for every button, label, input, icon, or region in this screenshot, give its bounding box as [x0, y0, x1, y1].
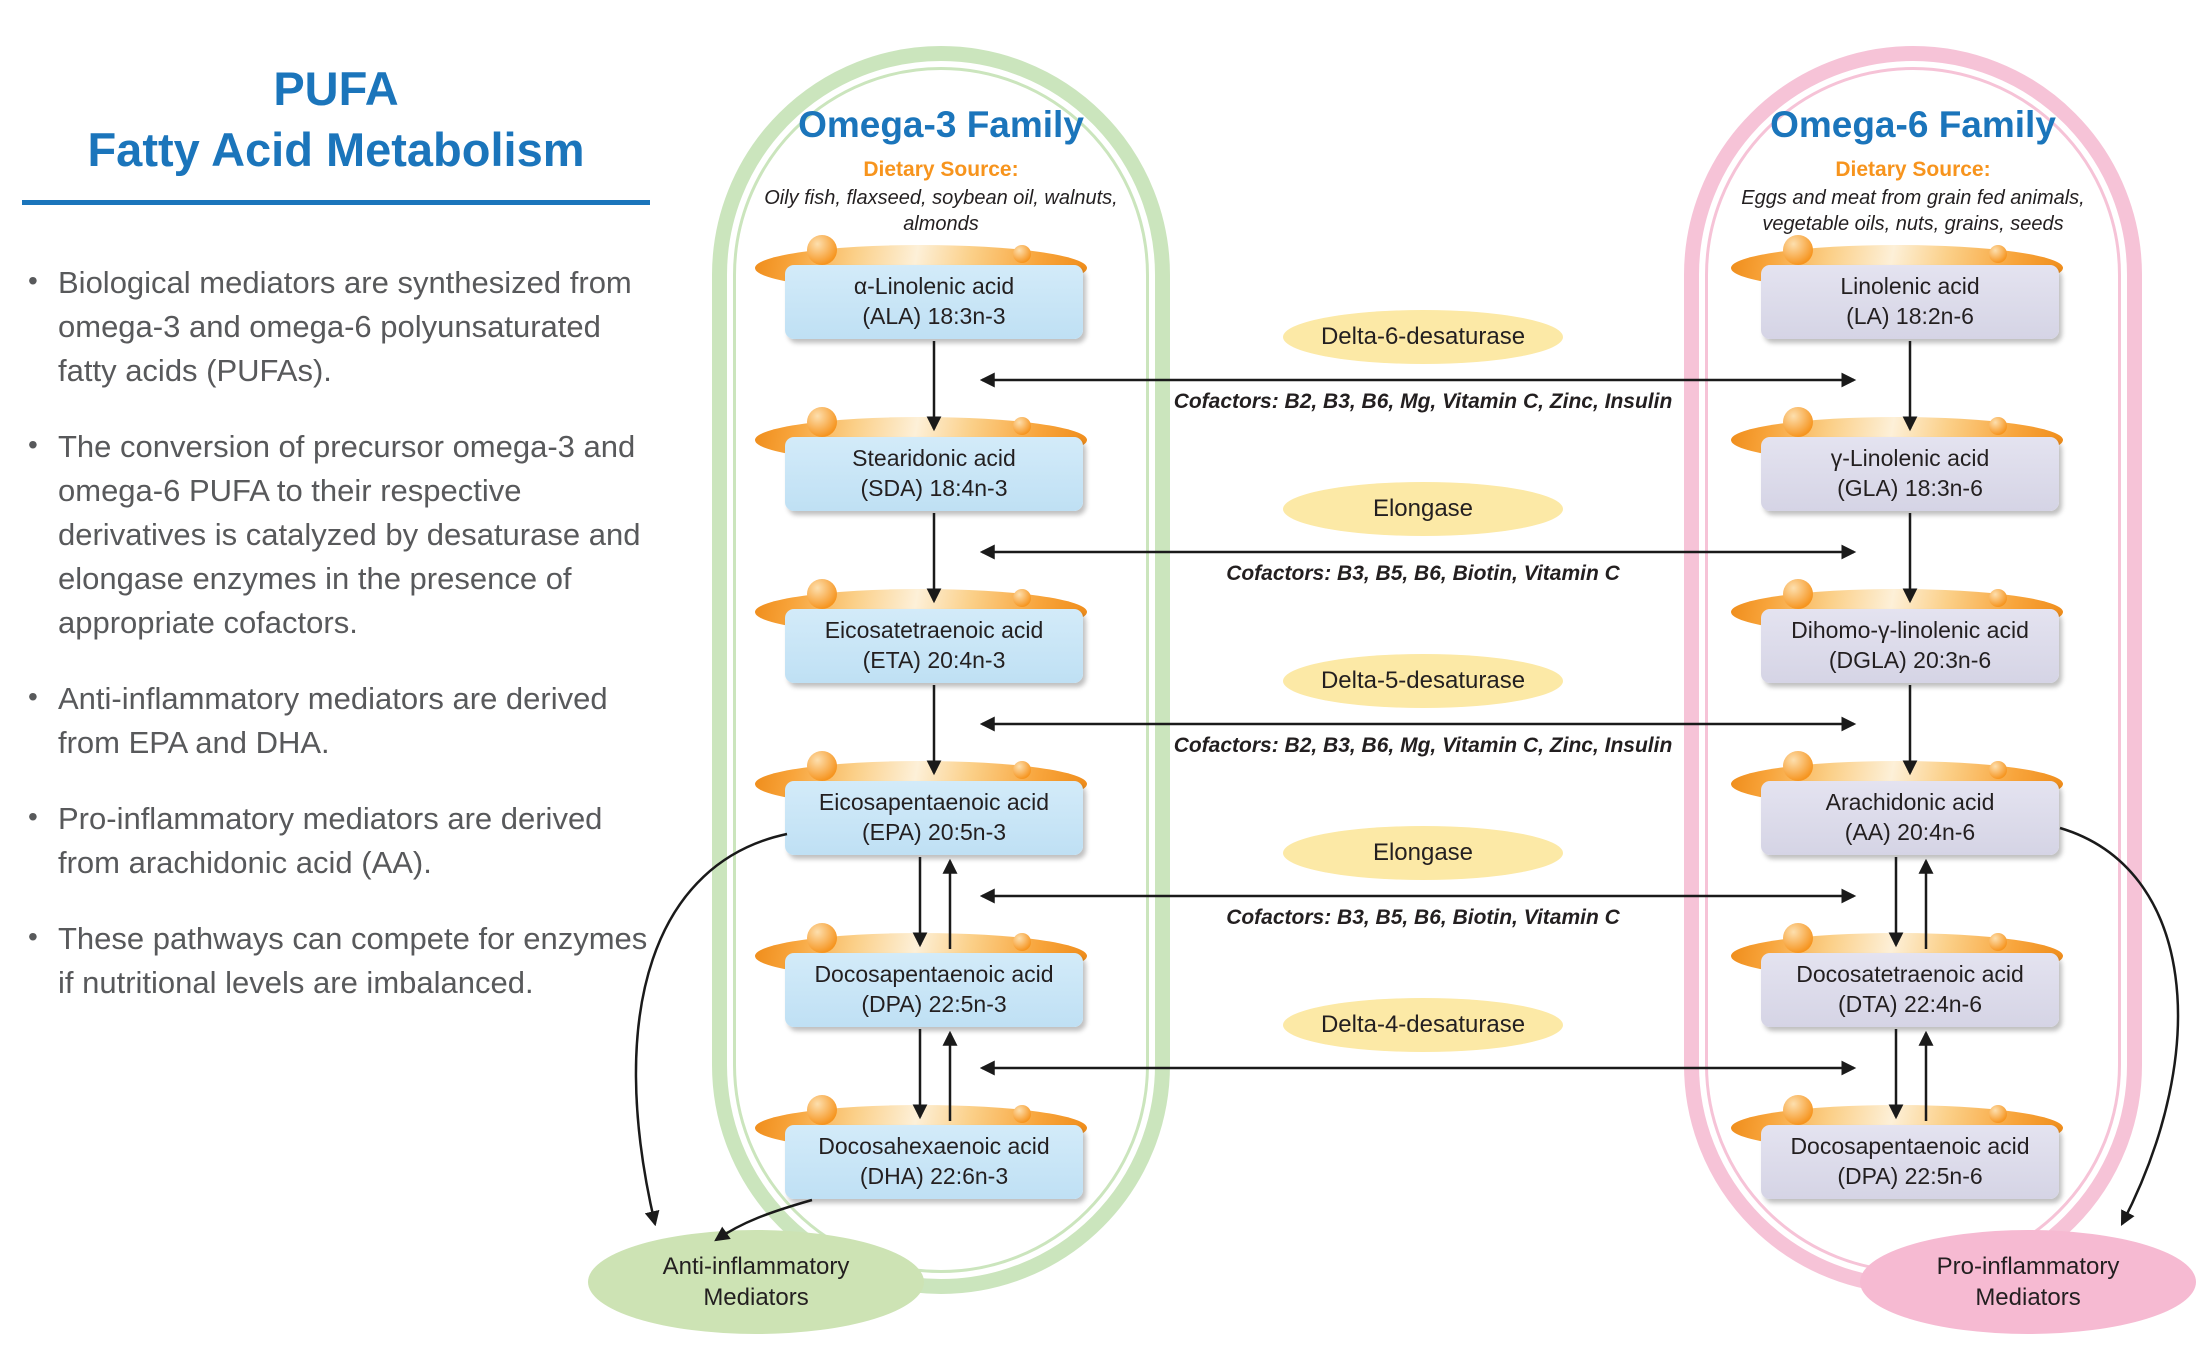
dietary-source-label: Dietary Source: — [863, 158, 1019, 181]
lipid-ball-icon — [807, 1095, 837, 1125]
compound-name: Linolenic acid — [1840, 273, 1980, 300]
lipid-ball-icon — [1013, 589, 1031, 607]
anti-inflammatory-mediators: Anti-inflammatory Mediators — [588, 1230, 924, 1334]
lipid-ball-icon — [807, 407, 837, 437]
mediator-label: Anti-inflammatory Mediators — [662, 1252, 850, 1311]
compound-dgla: Dihomo-γ-linolenic acid (DGLA) 20:3n-6 — [1731, 579, 2063, 683]
lipid-ball-icon — [1783, 579, 1813, 609]
pro-inflammatory-mediators: Pro-inflammatory Mediators — [1860, 1230, 2196, 1334]
compound-name: Docosahexaenoic acid — [818, 1133, 1050, 1160]
enzyme-delta-4-desaturase: Delta-4-desaturase — [1283, 998, 1563, 1052]
title-divider — [22, 200, 650, 206]
cofactor-text: Cofactors: B2, B3, B6, Mg, Vitamin C, Zi… — [1173, 390, 1673, 413]
mediator-label: Pro-inflammatory Mediators — [1936, 1252, 2120, 1311]
lipid-ball-icon — [807, 579, 837, 609]
compound-name: Docosapentaenoic acid — [814, 961, 1054, 988]
compound-name: Docosapentaenoic acid — [1790, 1133, 2030, 1160]
lipid-ball-icon — [1013, 417, 1031, 435]
page-title-line-1: PUFA — [273, 62, 399, 115]
lipid-ball-icon — [1013, 761, 1031, 779]
omega6-dietary-source: Dietary Source: Eggs and meat from grain… — [1684, 158, 2142, 237]
bullet-item: Biological mediators are synthesized fro… — [22, 261, 650, 393]
lipid-ball-icon — [1783, 407, 1813, 437]
lipid-ball-icon — [1989, 933, 2007, 951]
page-title: PUFA Fatty Acid Metabolism — [22, 58, 650, 180]
bullet-item: These pathways can compete for enzymes i… — [22, 917, 650, 1005]
lipid-ball-icon — [1013, 933, 1031, 951]
enzyme-delta-6-desaturase: Delta-6-desaturase — [1283, 310, 1563, 364]
compound-formula: (SDA) 18:4n-3 — [860, 475, 1008, 501]
lipid-ball-icon — [1783, 1095, 1813, 1125]
bullet-item: Anti-inflammatory mediators are derived … — [22, 677, 650, 765]
omega6-family-title: Omega-6 Family — [1770, 104, 2056, 145]
compound-ala: α-Linolenic acid (ALA) 18:3n-3 — [755, 235, 1087, 339]
lipid-ball-icon — [1013, 245, 1031, 263]
compound-name: Arachidonic acid — [1825, 789, 1995, 816]
compound-dpa-n3: Docosapentaenoic acid (DPA) 22:5n-3 — [755, 923, 1087, 1027]
lipid-ball-icon — [1989, 589, 2007, 607]
compound-formula: (DPA) 22:5n-6 — [1837, 1163, 1983, 1189]
compound-sda: Stearidonic acid (SDA) 18:4n-3 — [755, 407, 1087, 511]
lipid-ball-icon — [807, 923, 837, 953]
compound-la: Linolenic acid (LA) 18:2n-6 — [1731, 235, 2063, 339]
compound-name: Dihomo-γ-linolenic acid — [1791, 617, 2029, 644]
omega3-family-title: Omega-3 Family — [798, 104, 1084, 145]
compound-name: Docosatetraenoic acid — [1796, 961, 2024, 988]
cofactor-text: Cofactors: B3, B5, B6, Biotin, Vitamin C — [1226, 562, 1620, 585]
compound-formula: (LA) 18:2n-6 — [1846, 303, 1974, 329]
compound-name: Stearidonic acid — [852, 445, 1016, 472]
compound-formula: (AA) 20:4n-6 — [1844, 819, 1976, 845]
lipid-ball-icon — [1989, 1105, 2007, 1123]
lipid-ball-icon — [1783, 235, 1813, 265]
lipid-ball-icon — [1989, 245, 2007, 263]
compound-name: α-Linolenic acid — [853, 273, 1015, 300]
cofactor-text: Cofactors: B3, B5, B6, Biotin, Vitamin C — [1226, 906, 1620, 929]
compound-name: Eicosapentaenoic acid — [818, 789, 1050, 816]
lipid-ball-icon — [1783, 923, 1813, 953]
bullet-item: Pro-inflammatory mediators are derived f… — [22, 797, 650, 885]
compound-formula: (DHA) 22:6n-3 — [859, 1163, 1009, 1189]
compound-formula: (EPA) 20:5n-3 — [861, 819, 1007, 845]
bullet-list: Biological mediators are synthesized fro… — [22, 261, 650, 1005]
compound-gla: γ-Linolenic acid (GLA) 18:3n-6 — [1731, 407, 2063, 511]
compound-aa: Arachidonic acid (AA) 20:4n-6 — [1731, 751, 2063, 855]
compound-formula: (ETA) 20:4n-3 — [862, 647, 1006, 673]
enzyme-delta-5-desaturase: Delta-5-desaturase — [1283, 654, 1563, 708]
enzyme-label: Elongase — [1372, 495, 1474, 522]
page-title-line-2: Fatty Acid Metabolism — [87, 123, 585, 177]
compound-eta: Eicosatetraenoic acid (ETA) 20:4n-3 — [755, 579, 1087, 683]
enzyme-elongase-1: Elongase — [1283, 482, 1563, 536]
omega3-dietary-source: Dietary Source: Oily fish, flaxseed, soy… — [712, 158, 1170, 237]
enzyme-label: Delta-4-desaturase — [1320, 1011, 1526, 1038]
compound-formula: (GLA) 18:3n-6 — [1837, 475, 1983, 501]
lipid-ball-icon — [1989, 761, 2007, 779]
enzyme-label: Delta-5-desaturase — [1320, 667, 1526, 694]
enzyme-label: Elongase — [1372, 839, 1474, 866]
compound-dha: Docosahexaenoic acid (DHA) 22:6n-3 — [755, 1095, 1087, 1199]
compound-name: γ-Linolenic acid — [1830, 445, 1990, 472]
enzyme-label: Delta-6-desaturase — [1320, 323, 1526, 350]
compound-epa: Eicosapentaenoic acid (EPA) 20:5n-3 — [755, 751, 1087, 855]
compound-formula: (DTA) 22:4n-6 — [1837, 991, 1982, 1017]
enzyme-elongase-2: Elongase — [1283, 826, 1563, 880]
intro-panel: PUFA Fatty Acid Metabolism Biological me… — [22, 58, 650, 1037]
compound-formula: (DPA) 22:5n-3 — [861, 991, 1007, 1017]
lipid-ball-icon — [1013, 1105, 1031, 1123]
compound-formula: (DGLA) 20:3n-6 — [1828, 647, 1992, 673]
compound-dpa-n6: Docosapentaenoic acid (DPA) 22:5n-6 — [1731, 1095, 2063, 1199]
lipid-ball-icon — [807, 235, 837, 265]
lipid-ball-icon — [1989, 417, 2007, 435]
dietary-source-text: Oily fish, flaxseed, soybean oil, walnut… — [764, 187, 1118, 235]
compound-dta: Docosatetraenoic acid (DTA) 22:4n-6 — [1731, 923, 2063, 1027]
lipid-ball-icon — [807, 751, 837, 781]
dietary-source-text: Eggs and meat from grain fed animals, ve… — [1741, 187, 2085, 235]
lipid-ball-icon — [1783, 751, 1813, 781]
compound-name: Eicosatetraenoic acid — [824, 617, 1044, 644]
bullet-item: The conversion of precursor omega-3 and … — [22, 425, 650, 645]
compound-formula: (ALA) 18:3n-3 — [862, 303, 1006, 329]
dietary-source-label: Dietary Source: — [1835, 158, 1991, 181]
cofactor-text: Cofactors: B2, B3, B6, Mg, Vitamin C, Zi… — [1173, 734, 1673, 757]
